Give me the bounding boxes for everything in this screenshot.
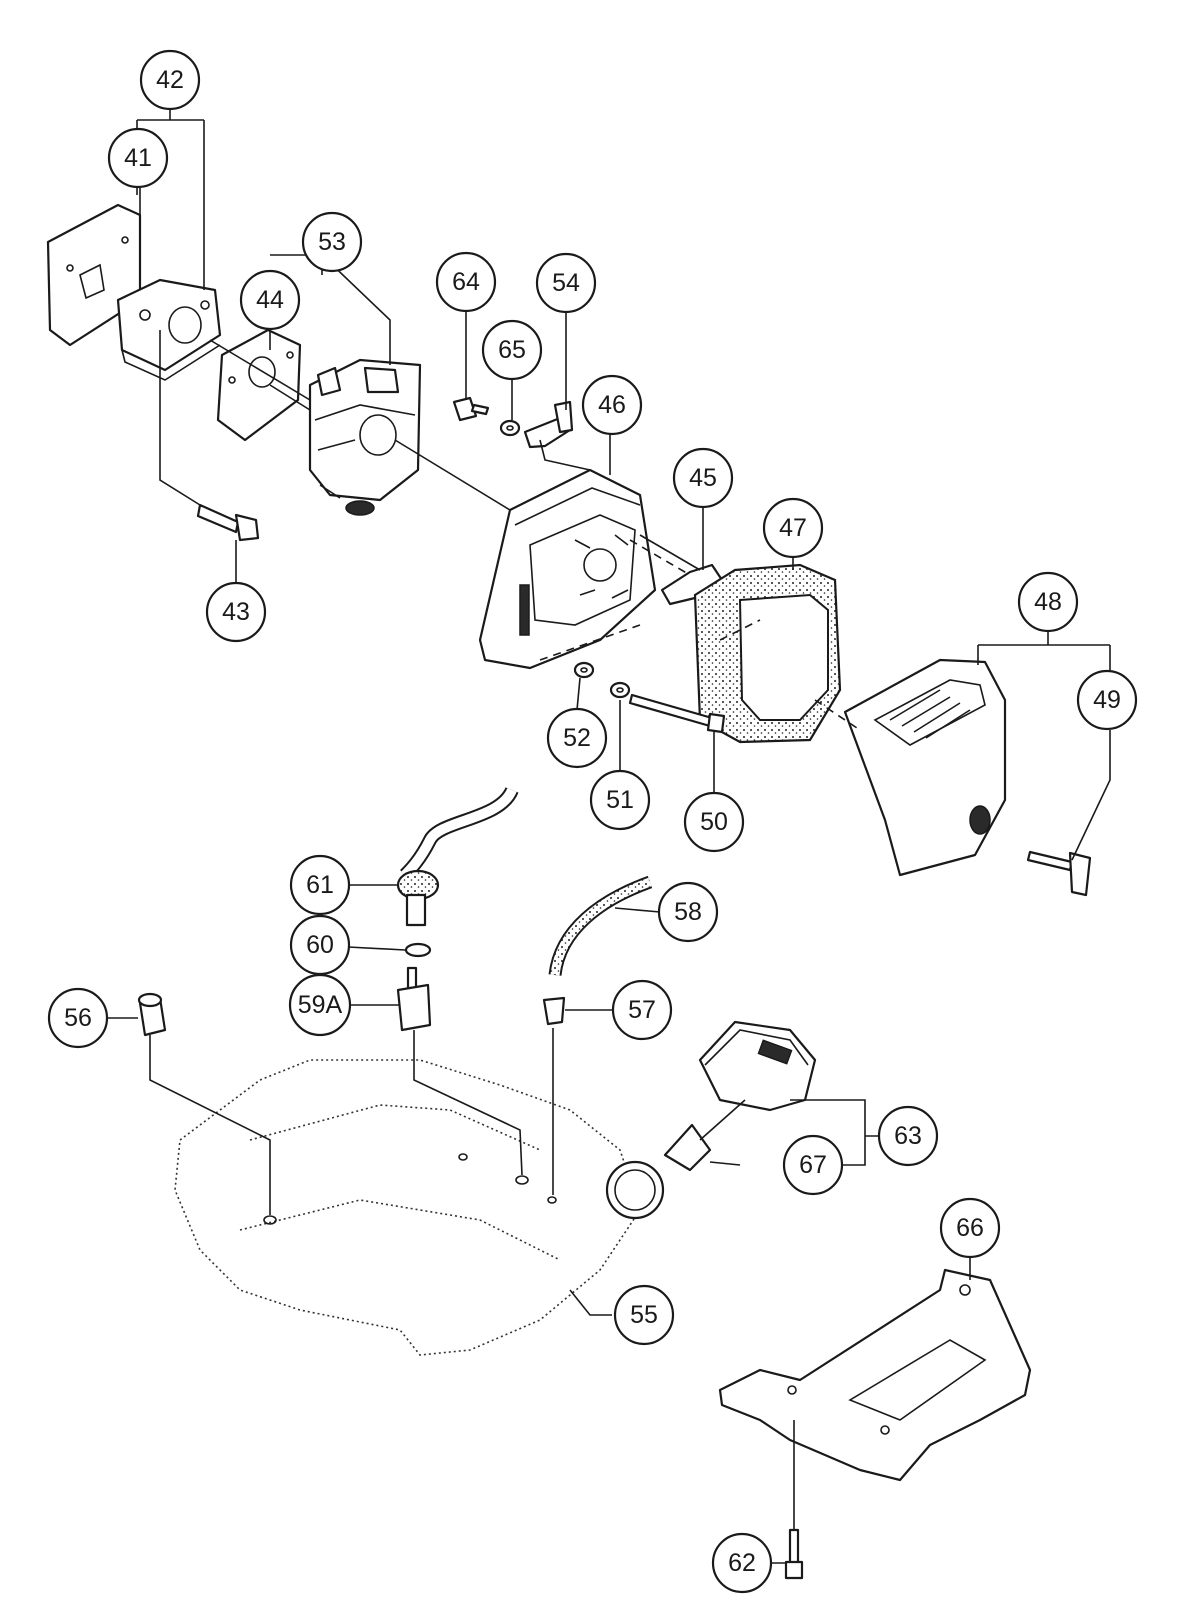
svg-text:56: 56 xyxy=(64,1004,92,1032)
svg-text:48: 48 xyxy=(1034,588,1062,616)
callout-65: 65 xyxy=(481,319,543,381)
svg-text:55: 55 xyxy=(630,1301,658,1329)
svg-text:65: 65 xyxy=(498,336,526,364)
svg-text:47: 47 xyxy=(779,514,807,542)
svg-text:54: 54 xyxy=(552,269,580,297)
callout-41: 41 xyxy=(107,127,169,189)
svg-text:62: 62 xyxy=(728,1549,756,1577)
part-54-bracket xyxy=(523,400,574,449)
callout-42: 42 xyxy=(139,49,201,111)
callout-66: 66 xyxy=(939,1197,1001,1259)
svg-text:53: 53 xyxy=(318,228,346,256)
part-42-insulator xyxy=(116,278,222,381)
callout-59A: 59A xyxy=(288,973,352,1037)
part-51-washer xyxy=(609,681,631,699)
part-56-cushion xyxy=(137,992,167,1037)
callout-63: 63 xyxy=(877,1105,939,1167)
callout-51: 51 xyxy=(589,769,651,831)
part-52-washer xyxy=(573,661,595,679)
callout-58: 58 xyxy=(657,881,719,943)
part-66-tank-bracket xyxy=(718,1268,1032,1482)
svg-text:60: 60 xyxy=(306,931,334,959)
callout-45: 45 xyxy=(672,447,734,509)
part-60-clip xyxy=(404,942,432,958)
svg-text:44: 44 xyxy=(256,286,284,314)
part-50-long-bolt xyxy=(628,693,726,734)
callout-55: 55 xyxy=(613,1284,675,1346)
svg-text:52: 52 xyxy=(563,724,591,752)
callout-67: 67 xyxy=(782,1134,844,1196)
part-63-fuel-cap xyxy=(698,1020,817,1112)
part-59A-fuel-filter xyxy=(396,966,432,1032)
callout-46: 46 xyxy=(581,374,643,436)
part-49-screw xyxy=(1026,850,1092,897)
callout-61: 61 xyxy=(289,854,351,916)
svg-text:42: 42 xyxy=(156,66,184,94)
callout-49: 49 xyxy=(1076,669,1138,731)
part-57-grommet xyxy=(542,996,566,1026)
svg-text:43: 43 xyxy=(222,598,250,626)
callout-43: 43 xyxy=(205,581,267,643)
part-65-washer xyxy=(499,419,521,437)
part-46-air-cleaner-case xyxy=(478,468,657,670)
callout-56: 56 xyxy=(47,987,109,1049)
callout-50: 50 xyxy=(683,791,745,853)
callout-52: 52 xyxy=(546,707,608,769)
svg-text:61: 61 xyxy=(306,871,334,899)
callout-44: 44 xyxy=(239,269,301,331)
part-58-fuel-hose xyxy=(548,875,653,976)
callout-57: 57 xyxy=(611,979,673,1041)
callout-64: 64 xyxy=(435,251,497,313)
svg-text:49: 49 xyxy=(1093,686,1121,714)
part-62-bolt xyxy=(784,1528,804,1580)
svg-text:66: 66 xyxy=(956,1214,984,1242)
part-43-bolt xyxy=(196,503,260,542)
callout-47: 47 xyxy=(762,497,824,559)
svg-text:51: 51 xyxy=(606,786,634,814)
leader-lines xyxy=(104,108,1111,1564)
callout-60: 60 xyxy=(289,914,351,976)
svg-text:50: 50 xyxy=(700,808,728,836)
svg-text:45: 45 xyxy=(689,464,717,492)
svg-text:57: 57 xyxy=(628,996,656,1024)
svg-text:59A: 59A xyxy=(298,991,343,1019)
svg-text:41: 41 xyxy=(124,144,152,172)
callout-48: 48 xyxy=(1017,571,1079,633)
part-67-cap-strap xyxy=(663,1099,746,1172)
svg-text:58: 58 xyxy=(674,898,702,926)
part-55-fuel-tank xyxy=(174,1059,665,1356)
part-48-air-cleaner-cover xyxy=(843,658,1007,877)
part-47-air-filter-element xyxy=(693,563,842,744)
part-61-fuel-fitting xyxy=(396,869,440,927)
svg-text:46: 46 xyxy=(598,391,626,419)
svg-text:63: 63 xyxy=(894,1122,922,1150)
part-44-carburetor-gasket xyxy=(216,328,302,442)
callout-53: 53 xyxy=(301,211,363,273)
part-fuel-hose-upper xyxy=(400,786,519,880)
svg-text:67: 67 xyxy=(799,1151,827,1179)
svg-text:64: 64 xyxy=(452,268,480,296)
part-53-carburetor xyxy=(308,358,422,516)
callout-62: 62 xyxy=(711,1532,773,1594)
part-64-screw xyxy=(452,396,490,422)
callout-54: 54 xyxy=(535,252,597,314)
